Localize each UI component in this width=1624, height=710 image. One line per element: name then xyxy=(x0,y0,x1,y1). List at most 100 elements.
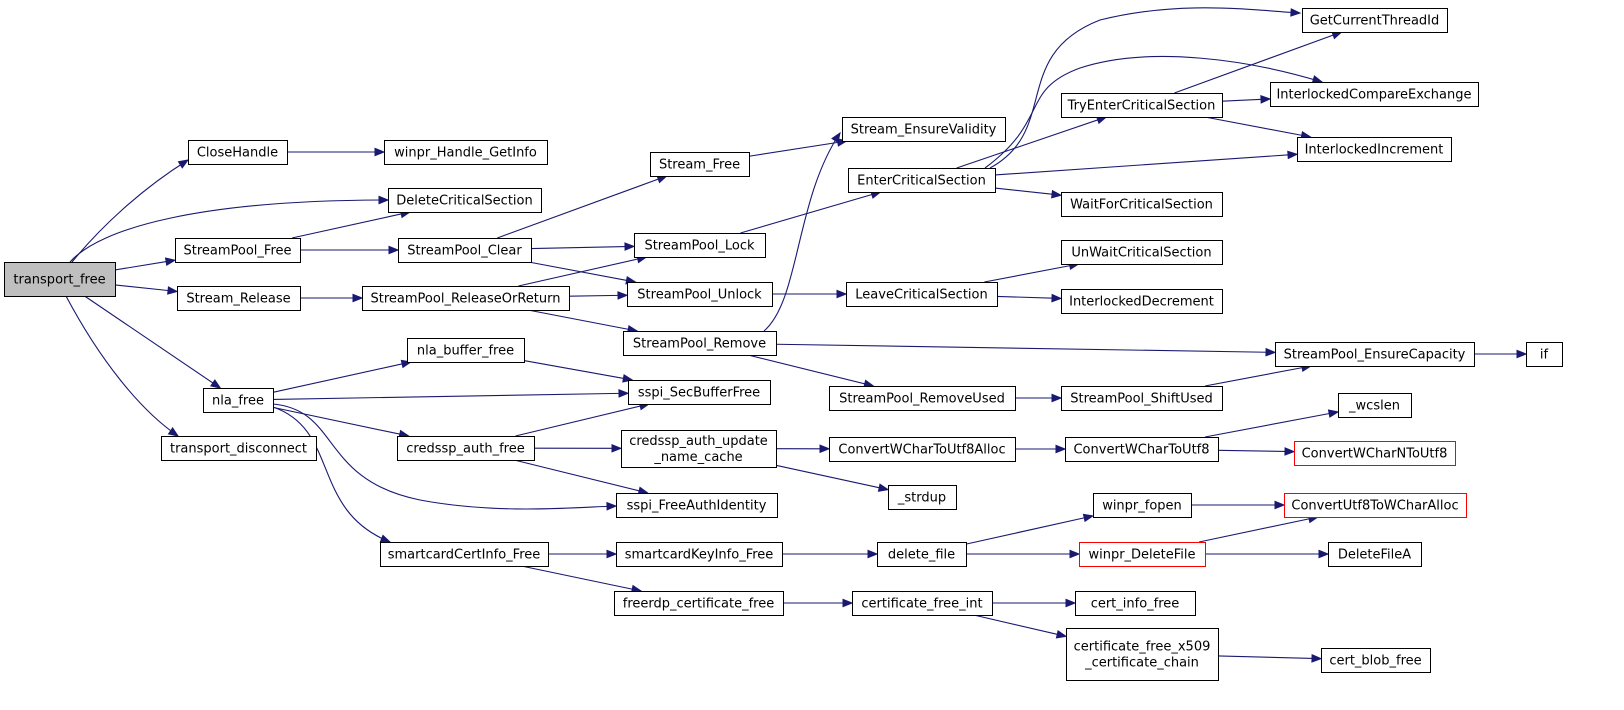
edge-delete_file-to-winpr_DeleteFile xyxy=(966,549,1081,559)
node-label: InterlockedIncrement xyxy=(1305,143,1444,158)
node-streampool-ensurecapacity[interactable]: StreamPool_EnsureCapacity xyxy=(1275,342,1475,367)
node--strdup[interactable]: _strdup xyxy=(888,485,957,510)
node-leavecriticalsection[interactable]: LeaveCriticalSection xyxy=(846,282,998,307)
edge-LeaveCriticalSection-to-InterlockedDecrement xyxy=(996,293,1063,303)
node-streampool-releaseorreturn[interactable]: StreamPool_ReleaseOrReturn xyxy=(362,286,570,311)
node-waitforcriticalsection[interactable]: WaitForCriticalSection xyxy=(1061,192,1223,217)
node-entercriticalsection[interactable]: EnterCriticalSection xyxy=(848,168,996,193)
arrowhead-icon xyxy=(867,549,879,559)
node-deletecriticalsection[interactable]: DeleteCriticalSection xyxy=(388,188,542,213)
node-label: if xyxy=(1540,348,1549,363)
edge-transport_free-to-DeleteCriticalSection xyxy=(69,195,390,263)
node-label: credssp_auth_update xyxy=(629,434,768,449)
node-winpr-deletefile[interactable]: winpr_DeleteFile xyxy=(1079,542,1206,567)
edge-Stream_Free-to-Stream_EnsureValidity xyxy=(748,138,849,157)
edge-certificate_free_x509_certificate_chain-to-cert_blob_free xyxy=(1217,654,1323,663)
edge-delete_file-to-winpr_fopen xyxy=(965,513,1095,545)
node-credssp-auth-free[interactable]: credssp_auth_free xyxy=(397,436,535,461)
edge-line xyxy=(84,295,214,384)
edge-winpr_DeleteFile-to-ConvertUtf8ToWCharAlloc xyxy=(1198,514,1320,543)
node-nla-buffer-free[interactable]: nla_buffer_free xyxy=(407,338,525,363)
node-label: StreamPool_Unlock xyxy=(637,288,762,303)
node-box xyxy=(1061,240,1223,265)
edge-line xyxy=(1221,98,1263,102)
node-smartcardcertinfo-free[interactable]: smartcardCertInfo_Free xyxy=(380,542,549,567)
node-sspi-secbufferfree[interactable]: sspi_SecBufferFree xyxy=(628,380,771,405)
node-interlockeddecrement[interactable]: InterlockedDecrement xyxy=(1061,289,1223,314)
node-label: sspi_FreeAuthIdentity xyxy=(627,499,767,514)
node-delete-file[interactable]: delete_file xyxy=(877,542,967,567)
arrowhead-icon xyxy=(379,534,392,543)
node-label: _strdup xyxy=(897,491,946,506)
node-label: StreamPool_RemoveUsed xyxy=(839,392,1005,407)
node-label: Stream_EnsureValidity xyxy=(851,123,997,138)
arrowhead-icon xyxy=(1069,549,1081,559)
node-label: nla_buffer_free xyxy=(417,344,514,359)
edge-StreamPool_Unlock-to-LeaveCriticalSection xyxy=(772,289,848,299)
node-certificate-free-x509-certificate-chain[interactable]: certificate_free_x509_certificate_chain xyxy=(1066,628,1219,681)
node-box xyxy=(1297,137,1452,162)
node-streampool-free[interactable]: StreamPool_Free xyxy=(175,238,301,263)
node-box xyxy=(1302,8,1448,33)
edge-line xyxy=(514,459,641,492)
node-stream-release[interactable]: Stream_Release xyxy=(177,286,301,311)
node--wcslen[interactable]: _wcslen xyxy=(1338,393,1412,418)
node-box xyxy=(175,238,301,263)
edge-line xyxy=(1217,655,1314,659)
node-convertwchartoutf8[interactable]: ConvertWCharToUtf8 xyxy=(1065,437,1219,462)
edge-transport_free-to-StreamPool_Free xyxy=(114,257,177,271)
node-closehandle[interactable]: CloseHandle xyxy=(188,140,288,165)
node-label: Stream_Free xyxy=(659,158,740,173)
node-label: winpr_Handle_GetInfo xyxy=(394,146,537,161)
node-freerdp-certificate-free[interactable]: freerdp_certificate_free xyxy=(614,591,784,616)
edge-StreamPool_ReleaseOrReturn-to-StreamPool_Unlock xyxy=(568,291,629,300)
edge-line xyxy=(523,359,625,380)
node-cert-blob-free[interactable]: cert_blob_free xyxy=(1321,648,1431,673)
node-deletefilea[interactable]: DeleteFileA xyxy=(1328,542,1422,567)
node-interlockedincrement[interactable]: InterlockedIncrement xyxy=(1297,137,1452,162)
node-unwaitcriticalsection[interactable]: UnWaitCriticalSection xyxy=(1061,240,1223,265)
node-nla-free[interactable]: nla_free xyxy=(203,388,274,413)
node-interlockedcompareexchange[interactable]: InterlockedCompareExchange xyxy=(1270,82,1479,107)
node-certificate-free-int[interactable]: certificate_free_int xyxy=(852,591,993,616)
node-convertwcharntoutf8[interactable]: ConvertWCharNToUtf8 xyxy=(1294,441,1456,466)
node-transport-disconnect[interactable]: transport_disconnect xyxy=(161,436,317,461)
node-label: ConvertWCharToUtf8 xyxy=(1073,443,1209,458)
edge-line xyxy=(984,55,1323,169)
edge-line xyxy=(518,258,639,287)
arrowhead-icon xyxy=(606,501,618,511)
node-cert-info-free[interactable]: cert_info_free xyxy=(1075,591,1196,616)
node-streampool-shiftused[interactable]: StreamPool_ShiftUsed xyxy=(1061,386,1223,411)
node-stream-ensurevalidity[interactable]: Stream_EnsureValidity xyxy=(842,117,1006,142)
node-convertutf8towcharalloc[interactable]: ConvertUtf8ToWCharAlloc xyxy=(1284,493,1467,518)
edge-line xyxy=(1204,366,1304,387)
node-winpr-handle-getinfo[interactable]: winpr_Handle_GetInfo xyxy=(384,140,548,165)
node-stream-free[interactable]: Stream_Free xyxy=(650,152,750,177)
edge-transport_free-to-transport_disconnect xyxy=(65,295,180,437)
node-getcurrentthreadid[interactable]: GetCurrentThreadId xyxy=(1302,8,1448,33)
node-credssp-auth-update-name-cache[interactable]: credssp_auth_update_name_cache xyxy=(621,430,777,468)
node-streampool-remove[interactable]: StreamPool_Remove xyxy=(623,331,777,356)
node-streampool-unlock[interactable]: StreamPool_Unlock xyxy=(627,282,773,307)
node-streampool-lock[interactable]: StreamPool_Lock xyxy=(634,233,766,258)
arrowhead-icon xyxy=(819,444,831,454)
node-streampool-removeused[interactable]: StreamPool_RemoveUsed xyxy=(829,386,1016,411)
node-streampool-clear[interactable]: StreamPool_Clear xyxy=(398,238,532,263)
edge-StreamPool_ShiftUsed-to-StreamPool_EnsureCapacity xyxy=(1204,363,1313,387)
node-box xyxy=(621,430,777,468)
node-sspi-freeauthidentity[interactable]: sspi_FreeAuthIdentity xyxy=(616,493,778,518)
node-winpr-fopen[interactable]: winpr_fopen xyxy=(1093,493,1192,518)
node-convertwchartoutf8alloc[interactable]: ConvertWCharToUtf8Alloc xyxy=(829,437,1016,462)
node-box xyxy=(1061,386,1223,411)
edge-line xyxy=(994,154,1290,176)
node-if[interactable]: if xyxy=(1526,342,1563,367)
node-smartcardkeyinfo-free[interactable]: smartcardKeyInfo_Free xyxy=(616,542,783,567)
node-label: _wcslen xyxy=(1348,399,1400,414)
node-box xyxy=(877,542,967,567)
arrowhead-icon xyxy=(836,289,848,299)
node-label: StreamPool_Remove xyxy=(633,337,766,352)
node-label: StreamPool_ReleaseOrReturn xyxy=(371,292,561,307)
node-transport-free[interactable]: transport_free xyxy=(4,262,116,297)
edge-line xyxy=(497,178,660,239)
node-tryentercriticalsection[interactable]: TryEnterCriticalSection xyxy=(1061,93,1223,118)
